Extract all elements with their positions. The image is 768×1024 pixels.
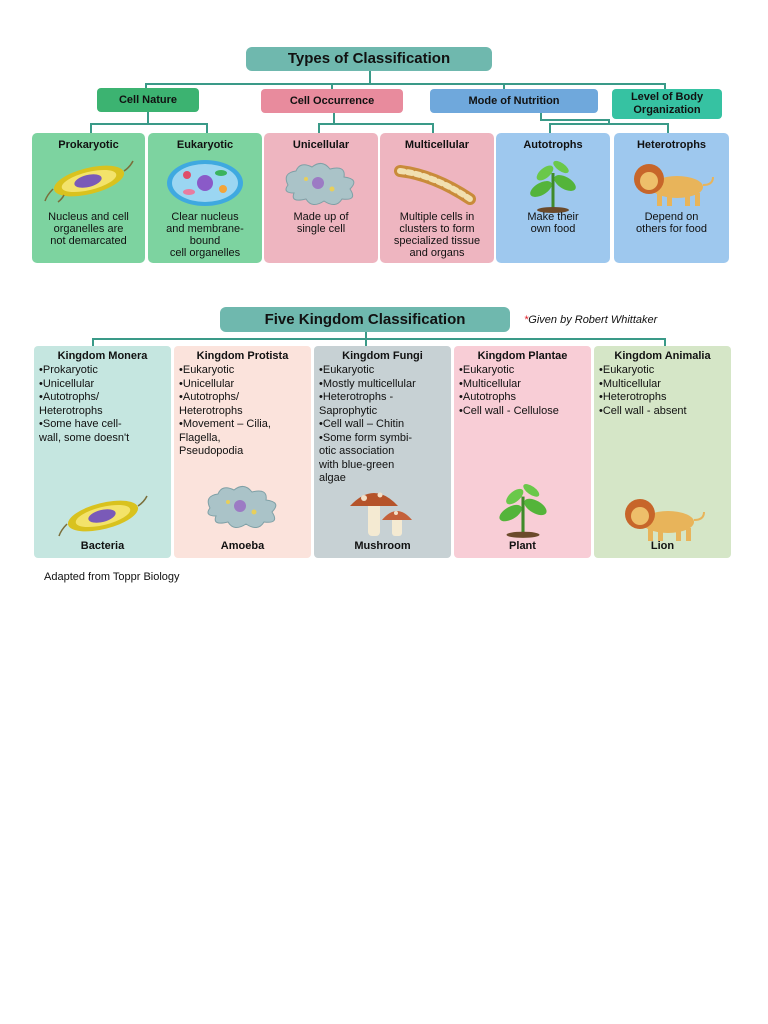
kingdom-title-label: Kingdom Protista (196, 350, 289, 362)
kingdom-example-label: Mushroom (354, 540, 411, 552)
kingdom-point: •Eukaryotic (179, 364, 235, 376)
lion-icon (633, 164, 714, 206)
kingdom-point: •Mostly multicellular (319, 377, 416, 390)
kingdom-point: •Heterotrophs - Saprophytic (319, 391, 394, 417)
card-prokaryotic: Prokaryotic Nucleus and cell organelles … (32, 133, 145, 263)
kingdom-point: •Some have cell- wall, some doesn't (39, 418, 130, 444)
source-footer: Adapted from Toppr Biology (44, 571, 180, 583)
card-title: Autotrophs (523, 139, 583, 151)
card-title: Eukaryotic (176, 139, 234, 151)
kingdom-point: •Heterotrophs (599, 391, 667, 403)
kingdom-point: •Autotrophs (459, 391, 517, 403)
bacteria-icon (57, 495, 148, 537)
kingdom-point: •Multicellular (459, 377, 521, 390)
card-eukaryotic: Eukaryotic Clear nucleus and membrane- b… (148, 133, 262, 263)
kingdom-title-label: Kingdom Animalia (614, 350, 711, 362)
bacteria-icon (43, 160, 134, 203)
card-description: Make their own food (527, 211, 579, 236)
card-title: Unicellular (292, 139, 350, 151)
multicellular-organism-icon (394, 165, 476, 205)
kingdom-title: Five Kingdom Classification (220, 307, 510, 332)
card-multicellular: Multicellular Multiple cells in clusters… (380, 133, 494, 263)
card-heterotrophs: Heterotrophs Depend on others for food (614, 133, 729, 263)
kingdom-point: •Eukaryotic (459, 364, 515, 376)
kingdom-monera: Kingdom Monera •Prokaryotic •Unicellular… (34, 346, 171, 558)
kingdom-point: •Unicellular (39, 377, 95, 390)
kingdom-example-label: Amoeba (220, 540, 265, 552)
card-autotrophs: Autotrophs Make their own food (496, 133, 610, 263)
plant-icon (530, 160, 576, 213)
kingdom-point: •Eukaryotic (599, 364, 655, 376)
lion-icon (624, 499, 705, 541)
kingdom-point: •Multicellular (599, 377, 661, 390)
kingdom-point: •Cell wall – Chitin (319, 418, 405, 430)
card-description: Clear nucleus and membrane- bound cell o… (166, 211, 244, 260)
kingdom-animalia: Kingdom Animalia •Eukaryotic •Multicellu… (594, 346, 731, 558)
kingdom-point: •Unicellular (179, 377, 235, 390)
eukaryotic-cell-icon (167, 160, 243, 206)
kingdom-plantae: Kingdom Plantae •Eukaryotic •Multicellul… (454, 346, 591, 558)
card-description: Multiple cells in clusters to form speci… (393, 211, 481, 260)
kingdom-title-label: Kingdom Plantae (477, 350, 568, 362)
amoeba-icon (207, 486, 276, 528)
amoeba-icon (285, 163, 355, 205)
kingdom-point: •Cell wall - absent (599, 404, 687, 417)
whittaker-note: *Given by Robert Whittaker (524, 314, 657, 326)
category-body-organization: Level of Body Organization (612, 89, 722, 119)
plant-icon (498, 484, 547, 538)
kingdom-title-label: Kingdom Monera (57, 350, 148, 362)
kingdom-point: •Some form symbi- otic association with … (319, 431, 413, 485)
kingdom-point: •Cell wall - Cellulose (459, 404, 559, 417)
kingdom-example-label: Lion (650, 540, 675, 552)
kingdom-protista: Kingdom Protista •Eukaryotic •Unicellula… (174, 346, 311, 558)
card-description: Nucleus and cell organelles are not dema… (48, 211, 129, 248)
note-text: Given by Robert Whittaker (528, 314, 658, 326)
kingdom-point: •Prokaryotic (39, 364, 98, 376)
kingdom-fungi: Kingdom Fungi •Eukaryotic •Mostly multic… (314, 346, 451, 558)
mushroom-icon (349, 492, 412, 536)
card-description: Depend on others for food (636, 211, 707, 236)
card-title: Heterotrophs (636, 139, 707, 151)
kingdom-example-label: Bacteria (80, 540, 125, 552)
kingdom-point: •Autotrophs/ Heterotrophs (39, 391, 103, 417)
kingdom-title-label: Kingdom Fungi (342, 350, 423, 362)
card-description: Made up of single cell (293, 211, 349, 236)
kingdom-point: •Eukaryotic (319, 364, 375, 376)
kingdom-point: •Movement – Cilia, Flagella, Pseudopodia (179, 418, 271, 457)
types-title: Types of Classification (246, 47, 492, 71)
card-title: Prokaryotic (58, 139, 119, 151)
note-star: * (524, 314, 529, 326)
category-mode-of-nutrition: Mode of Nutrition (430, 89, 598, 113)
card-unicellular: Unicellular Made up of single cell (264, 133, 378, 263)
kingdom-point: •Autotrophs/ Heterotrophs (179, 391, 243, 417)
category-cell-occurrence: Cell Occurrence (261, 89, 403, 113)
category-cell-nature: Cell Nature (97, 88, 199, 112)
card-title: Multicellular (404, 139, 470, 151)
kingdom-example-label: Plant (509, 540, 536, 552)
